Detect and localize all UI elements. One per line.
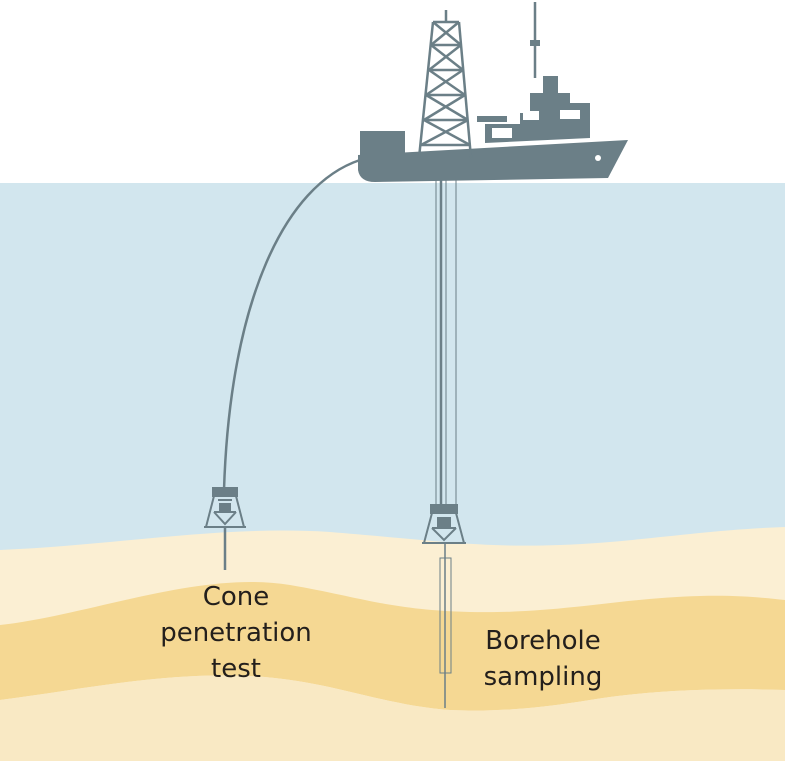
cpt-frame-icon [204,487,246,528]
sea [0,183,785,583]
borehole-sampling-label: Borehole sampling [458,623,628,695]
cpt-umbilical-cable [222,158,361,491]
cpt-label-line-1: Cone [202,582,270,612]
cpt-label-line-3: test [211,654,261,684]
bh-label-line-2: sampling [483,662,603,692]
seabed-sand-band [0,581,785,711]
cone-penetration-test-label: Cone penetration test [130,579,342,687]
drill-string [435,180,457,510]
drilling-ship-icon [358,2,628,182]
drill-frame-icon [422,504,466,544]
bh-label-line-1: Borehole [485,626,601,656]
seabed-bottom-layer [0,675,785,761]
cpt-label-line-2: penetration [160,618,312,648]
borehole-casing [439,543,452,708]
